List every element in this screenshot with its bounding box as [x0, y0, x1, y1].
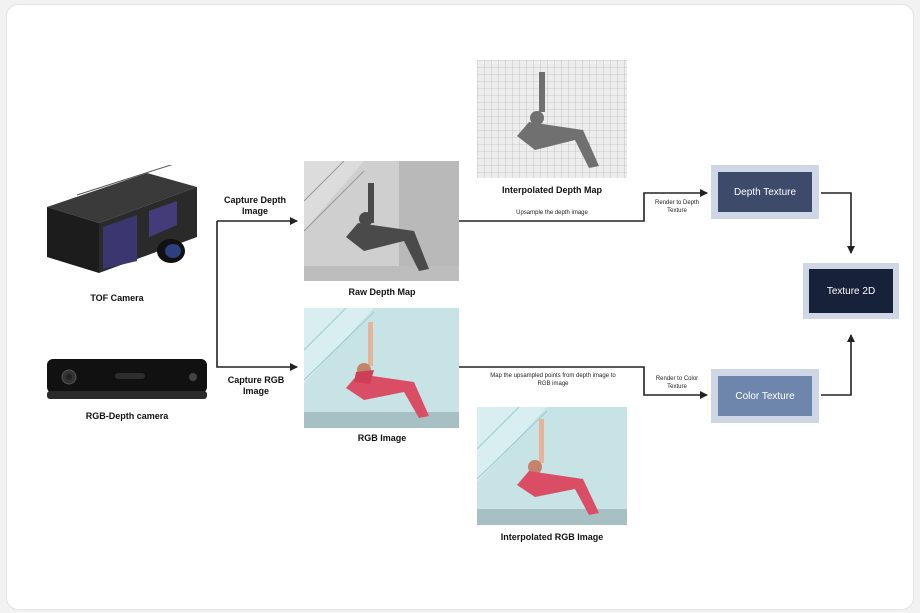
render-depth-label: Render to Depth Texture — [654, 200, 700, 214]
tof-camera-image — [47, 165, 197, 273]
raw-depth-map-image — [304, 161, 459, 281]
texture-2d-box: Texture 2D — [809, 269, 893, 313]
depth-texture-box: Depth Texture — [718, 172, 812, 212]
interpolated-rgb-image-label: Interpolated RGB Image — [500, 532, 604, 542]
arrow-upsample — [459, 189, 708, 222]
connector-arrows — [216, 189, 855, 399]
render-color-label: Render to Color Texture — [655, 376, 699, 390]
arrow-capture-rgb — [216, 221, 298, 371]
map-points-label: Map the upsampled points from depth imag… — [490, 373, 616, 387]
tof-camera-label: TOF Camera — [90, 293, 144, 303]
interpolated-rgb-image — [477, 407, 627, 525]
arrow-map-points — [459, 366, 708, 399]
interpolated-depth-map-label: Interpolated Depth Map — [501, 185, 602, 195]
rgb-depth-camera-label: RGB-Depth camera — [85, 411, 169, 421]
rgb-image — [304, 308, 459, 428]
capture-depth-label: Capture Depth Image — [223, 195, 286, 216]
rgb-depth-camera-image — [47, 359, 207, 399]
raw-depth-map-label: Raw Depth Map — [348, 287, 416, 297]
arrow-color-to-texture2d — [821, 334, 855, 396]
arrow-depth-to-texture2d — [821, 192, 855, 254]
capture-rgb-label: Capture RGB Image — [227, 375, 285, 396]
color-texture-box: Color Texture — [718, 376, 812, 416]
rgb-image-label: RGB Image — [357, 433, 407, 443]
interpolated-depth-map-image — [477, 60, 627, 178]
upsample-label: Upsample the depth image — [516, 210, 588, 216]
diagram-canvas: TOF Camera RGB-Depth camera Capture Dept… — [6, 4, 914, 610]
